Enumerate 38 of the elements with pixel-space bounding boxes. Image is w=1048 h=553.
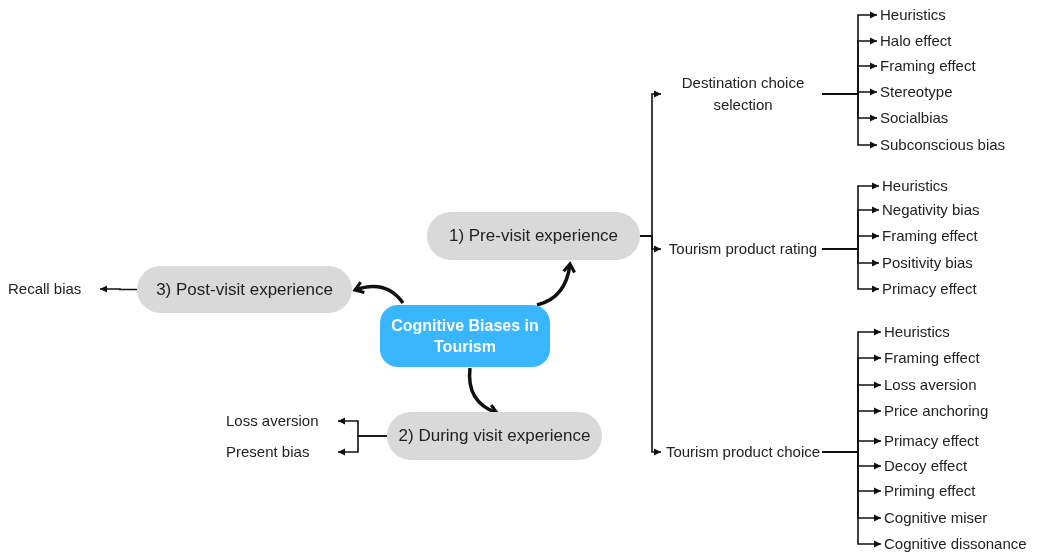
bias-label: Primacy effect <box>884 431 1044 451</box>
arrow <box>99 285 138 293</box>
bias-label: Heuristics <box>882 176 1042 196</box>
bias-label: Stereotype <box>880 82 1040 102</box>
bias-label: Subconscious bias <box>880 135 1040 155</box>
bias-label: Loss aversion <box>226 411 336 431</box>
arrow <box>536 262 576 307</box>
stage-pill: 3) Post-visit experience <box>137 266 352 313</box>
bias-label: Cognitive dissonance <box>884 534 1044 553</box>
bias-label: Framing effect <box>882 226 1042 246</box>
bias-label: Halo effect <box>880 31 1040 51</box>
bias-label: Decoy effect <box>884 456 1044 476</box>
bias-label: Present bias <box>226 442 336 462</box>
category-label: Tourism product choice <box>664 429 822 475</box>
arrow <box>821 451 882 548</box>
category-label: Destination choice selection <box>664 71 822 117</box>
bias-label: Negativity bias <box>882 200 1042 220</box>
bias-label: Cognitive miser <box>884 508 1044 528</box>
bias-label: Priming effect <box>884 481 1044 501</box>
bias-label: Price anchoring <box>884 401 1044 421</box>
bias-label: Primacy effect <box>882 279 1042 299</box>
arrow <box>353 280 405 305</box>
arrow <box>337 435 388 456</box>
stage-pill: 2) During visit experience <box>387 412 602 460</box>
bias-label: Framing effect <box>880 56 1040 76</box>
bias-label: Heuristics <box>884 322 1044 342</box>
arrow <box>639 235 662 456</box>
arrow <box>821 93 878 149</box>
bias-label: Socialbias <box>880 108 1040 128</box>
topic-box: Cognitive Biases in Tourism <box>380 305 550 367</box>
bias-label: Heuristics <box>880 5 1040 25</box>
category-label: Tourism product rating <box>664 226 822 272</box>
bias-label: Loss aversion <box>884 375 1044 395</box>
bias-label: Recall bias <box>8 279 98 299</box>
bias-label: Positivity bias <box>882 253 1042 273</box>
stage-pill: 1) Pre-visit experience <box>427 212 640 260</box>
arrow <box>821 248 880 293</box>
bias-label: Framing effect <box>884 348 1044 368</box>
